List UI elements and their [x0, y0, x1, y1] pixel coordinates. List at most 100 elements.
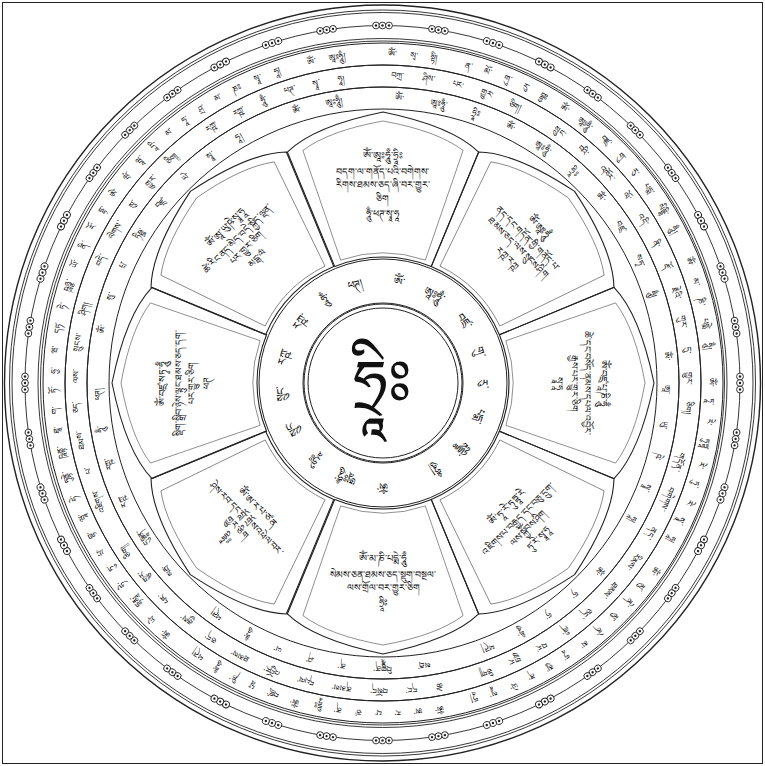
syllable: སརྦ་: [160, 563, 175, 578]
syllable: ག་: [50, 406, 59, 415]
syllable: [681, 432, 690, 436]
syllable: ཅིག།: [118, 543, 132, 559]
syllable: [613, 541, 622, 548]
bead-cluster: [316, 731, 337, 741]
syllable: ཅིག།: [684, 401, 694, 415]
syllable: ཧ་: [568, 589, 579, 600]
syllable: གྱུར་: [143, 174, 158, 189]
syllable: ཡུ་: [660, 420, 670, 429]
bead-cluster: [716, 262, 729, 283]
syllable: [94, 359, 103, 362]
bead-cluster: [24, 429, 34, 450]
syllable: བཛྲ་: [266, 687, 280, 699]
bead-cluster: [483, 37, 504, 50]
syllable: ༀ་: [392, 276, 405, 289]
syllable: ཅིག།: [478, 666, 493, 678]
syllable: ཝཱ་: [76, 511, 87, 522]
syllable: བཛྲ་: [455, 312, 473, 331]
text-band: ཧྲཱིཿༀ་ཨཱཿཧཱུྃ་བཛྲ་གུ་རུ་པདྨ་སིདྡྷི་ཧཱུྃ…: [259, 259, 507, 507]
syllable: ཨཱཿཧཱུྃ་: [422, 285, 446, 305]
bead-cluster: [210, 57, 231, 72]
syllable: ཧྲཱིཿ: [305, 449, 322, 466]
syllable: [178, 639, 185, 647]
bead-cluster: [534, 57, 555, 72]
syllable: སྲུང་: [552, 125, 568, 139]
bead-cluster: [262, 717, 283, 730]
seed-syllable: ཧྲཱིཿ: [353, 349, 412, 417]
syllable: ཥཱཉྩ་: [63, 278, 75, 292]
syllable: རཀྵ་: [103, 457, 115, 472]
syllable: གྱུར་: [685, 371, 694, 384]
syllable: [87, 281, 96, 286]
syllable: ཧྱ་: [49, 367, 58, 374]
syllable: ཅད་: [204, 631, 219, 645]
syllable: དང་: [405, 684, 418, 694]
syllable: དཔལ་: [296, 674, 316, 687]
outline: [308, 501, 458, 661]
syllable: ཐམས་: [229, 647, 250, 663]
syllable: ༀ་: [289, 695, 300, 706]
bead-cluster: [737, 373, 744, 393]
border-circle: [10, 10, 756, 756]
syllable: ན་: [338, 660, 347, 670]
syllable: ལེགས་: [107, 220, 124, 242]
syllable: ཏུཏྟཱ་: [701, 437, 712, 450]
syllable: ཡ་: [273, 643, 284, 654]
syllable: ༀ་: [98, 324, 108, 334]
petal-text-block: ༀ་ཨཱཿཧཱུྃནད་དང་གདོན་གྱི་གནོད་པ་ཐམས་ཅད་ལས…: [464, 184, 581, 301]
syllable: འཁོར་: [598, 164, 616, 183]
syllable: གུ་: [616, 151, 628, 163]
syllable: ནེ་: [593, 625, 605, 637]
syllable: བཛྲ་: [154, 196, 168, 211]
petal-heading: ༀ་ཨཱཿཧཱུྃ་ཧྲཱིཿ: [330, 149, 436, 164]
petal-text: བདག་ལ་གནོད་པའི་བགེགས་རིགས་ཐམས་ཅད་ཞི་བར་ག…: [330, 165, 436, 206]
syllable: སྭཱ་: [206, 149, 218, 161]
syllable: ཧཱ།: [628, 514, 639, 524]
syllable: ༀ་: [683, 257, 694, 268]
mantra-ring-text: ༀ་ཨཱཿཧཱུྃ་བཛྲ་གུ་རུ་པདྨ་སིདྡྷི་ཧཱུྃ། ༀ་ཨ…: [259, 259, 507, 507]
bead-cluster: [583, 664, 603, 681]
syllable: ཅིག།: [165, 152, 180, 167]
syllable: [408, 475, 414, 487]
syllable: བཛྲ་: [598, 134, 613, 148]
lotus-petal: ༀ་བཛྲ་པཱ་ཎི་ཧཱུྃཚེ་དང་བསོད་ནམས་དཔལ་འབྱོར…: [501, 308, 661, 458]
syllable: [188, 590, 196, 598]
syllable: ནད་: [644, 525, 658, 540]
syllable: གུ་: [502, 73, 513, 84]
syllable: ཡོ་: [71, 258, 82, 269]
syllable: ཨཱཿཧཱུྃ་: [534, 139, 553, 156]
bead-cluster: [210, 694, 231, 709]
syllable: བིགྷྣཱན་: [372, 664, 391, 673]
syllable: སྭ་: [410, 51, 419, 60]
syllable: ༀ་: [291, 106, 302, 117]
syllable: ཤ་: [305, 654, 314, 664]
syllable: [108, 526, 117, 532]
syllable: ཧེ་: [69, 493, 79, 503]
syllable: འབྱོར་: [263, 663, 282, 677]
lotus-petal: ༀ་ཨཱ་ཡུ་ཥེ་སྭཱ་ཧཱཚེ་རིང་ནད་མེད་བདེ་སྐྱིད…: [133, 133, 352, 352]
syllable: ཧྲཱིཿ: [470, 108, 483, 120]
syllable: རཀྵ་: [205, 120, 221, 134]
bead-cluster: [716, 483, 729, 504]
syllable: ༀ་: [395, 94, 405, 103]
syllable: ༀ་: [591, 564, 603, 576]
bead-cluster: [36, 483, 49, 504]
syllable: ཧཱུྃ་: [259, 95, 269, 106]
syllable: ཧཱུྃ།: [705, 342, 714, 350]
syllable: ༀ་: [434, 702, 444, 712]
bead-cluster: [24, 317, 34, 338]
syllable: ཝ་: [50, 346, 59, 355]
syllable: དྷ་: [97, 205, 108, 215]
petal-text: ཕཊ: [200, 330, 214, 436]
bead-cluster: [262, 37, 283, 50]
syllable: ཧཱུྃ།: [648, 290, 658, 299]
outline: [105, 308, 265, 458]
petal-text-block: ༀ་ཨ་ར་པ་ཙ་ནཤེས་རབ་དང་བློ་གྲོས་འཕེལ་བར་གྱ…: [184, 464, 301, 581]
syllable: སྟི།: [430, 53, 438, 62]
lotus-petal: ༀ་མ་ཎི་པདྨེ་ཧཱུྃསེམས་ཅན་ཐམས་ཅད་སྡུག་བསྔལ…: [308, 501, 458, 661]
bead-cluster: [663, 583, 680, 603]
syllable: རིམས་: [624, 551, 642, 571]
syllable: ༀ་: [504, 122, 516, 134]
syllable: རཀྵ་: [231, 105, 246, 119]
bead-cluster: [56, 210, 71, 231]
